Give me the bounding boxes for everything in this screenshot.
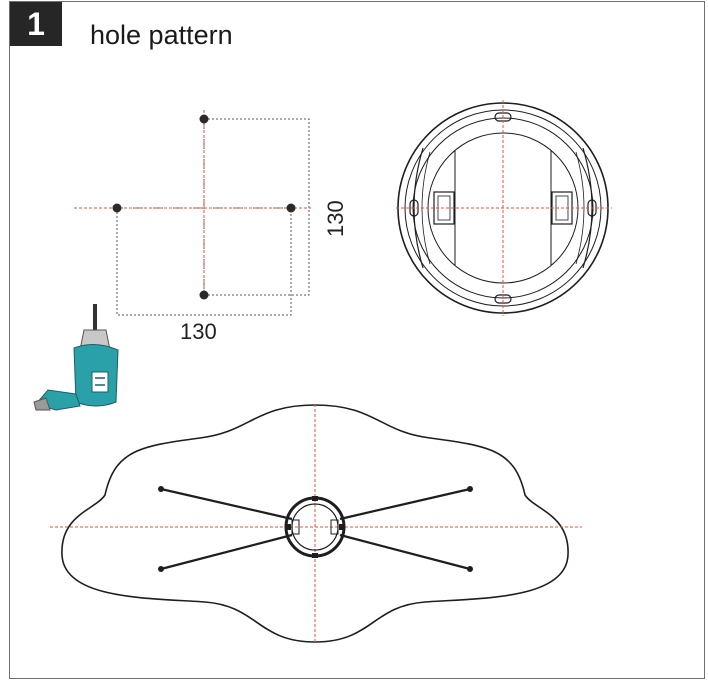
horizontal-dimension-label: 130 — [180, 319, 217, 344]
power-drill-icon — [33, 304, 119, 411]
horizontal-dimension-box — [116, 207, 292, 316]
page-title: hole pattern — [90, 20, 233, 50]
drill-hole-right — [286, 203, 296, 213]
ceiling-canopy-outline — [50, 404, 582, 644]
drill-hole-bottom — [199, 290, 209, 300]
step-number-badge: 1 — [10, 2, 62, 46]
instruction-frame — [9, 1, 705, 679]
vertical-dimension-label: 130 — [323, 200, 348, 237]
drill-hole-top — [199, 114, 209, 124]
plate-centerlines — [396, 100, 612, 316]
drill-hole-left — [112, 203, 122, 213]
hole-pattern-template: 130 130 — [74, 110, 348, 344]
